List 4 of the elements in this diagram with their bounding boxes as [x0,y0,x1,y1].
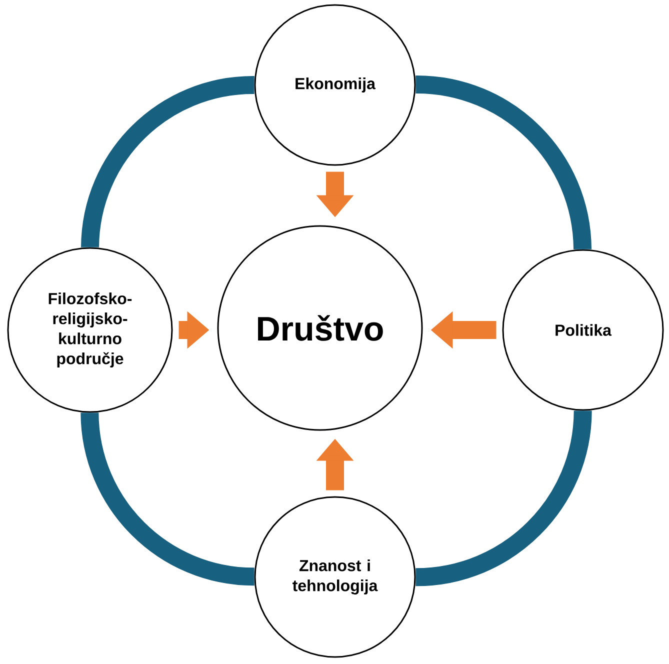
ring-segment [80,412,255,586]
ring-segment [415,76,592,250]
ring-segment [81,76,255,248]
ring-segment [415,410,592,586]
